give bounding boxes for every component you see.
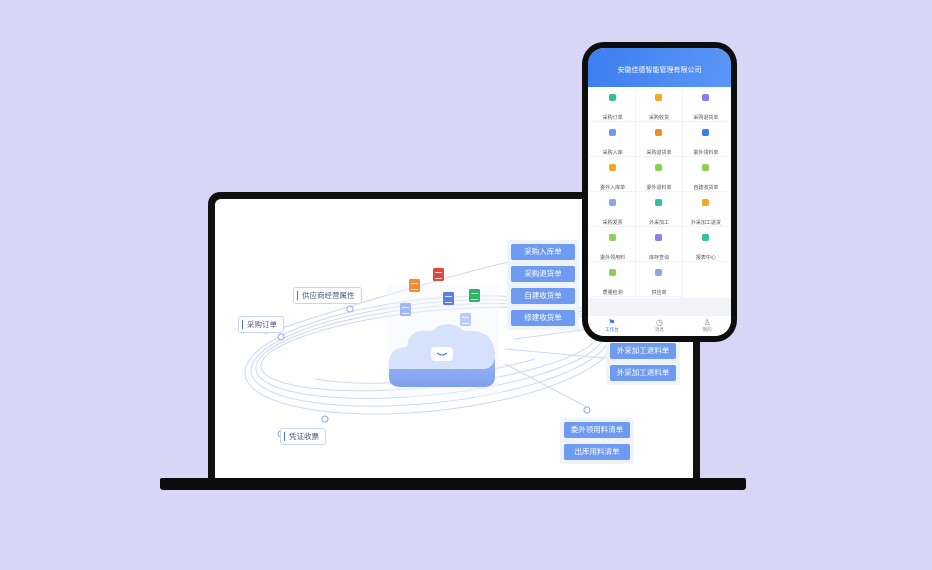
panel-purchase-docs: 采购入库单 采购退货单 自建收货单 修建收货单	[507, 240, 579, 330]
app-grid-item-label: 自建收货单	[693, 185, 719, 191]
app-grid-item[interactable]: 委外领用料	[590, 227, 637, 262]
ppt-file-icon	[433, 268, 444, 281]
btn-doc-2[interactable]: 采购退货单	[511, 266, 575, 282]
app-grid-item[interactable]: 采购收货	[636, 87, 683, 122]
label-supplier-attr[interactable]: 供应商经营属性	[293, 287, 362, 304]
app-grid-item-label: 采购退货单	[646, 150, 672, 156]
app-grid-item-label: 采购退货单	[693, 115, 719, 121]
app-grid-item-label: 委外入库单	[600, 185, 626, 191]
user-icon: ♙	[703, 318, 711, 327]
doc-icon	[655, 269, 663, 276]
phone-header: 安徽佳德智能管理有限公司	[588, 48, 731, 87]
btn-material-1[interactable]: 委外领用料清单	[564, 422, 630, 438]
app-grid-item-label: 库存查询	[648, 255, 669, 261]
doc-icon	[609, 129, 617, 136]
panel-outsourcing-docs: 外采加工退料单 外采加工退料单	[606, 339, 680, 385]
phone-tab-bar: ⚑工作台◷消息♙我的	[588, 316, 731, 336]
doc-icon	[609, 94, 617, 101]
doc-icon	[655, 234, 663, 241]
doc-file-icon	[443, 292, 454, 305]
app-grid-item-label: 采购收货	[648, 115, 669, 121]
app-grid-item[interactable]: 自建收货单	[682, 157, 729, 192]
app-grid-item[interactable]: 委外退料单	[636, 157, 683, 192]
btn-doc-1[interactable]: 采购入库单	[511, 244, 575, 260]
app-grid-item-label: 外采加工退货	[690, 220, 721, 226]
label-voucher[interactable]: 凭证收票	[280, 428, 326, 445]
doc-icon	[655, 164, 663, 171]
doc-icon	[702, 164, 710, 171]
tab-1[interactable]: ◷消息	[636, 316, 684, 336]
app-grid-item[interactable]: 采购退货单	[636, 122, 683, 157]
app-grid-item[interactable]: 质量检测	[590, 262, 637, 297]
company-title: 安徽佳德智能管理有限公司	[617, 66, 702, 74]
app-grid-item-label: 采购订单	[602, 115, 623, 121]
app-grid-item[interactable]: 采购订单	[590, 87, 637, 122]
sheet-file-icon	[469, 289, 480, 302]
doc-icon	[609, 199, 617, 206]
app-grid-item-label: 委外领料单	[693, 150, 719, 156]
app-grid-item[interactable]: 供应商	[636, 262, 683, 297]
cloud-illustration	[387, 268, 499, 397]
app-grid-item[interactable]: 委外入库单	[590, 157, 637, 192]
tab-label: 消息	[655, 328, 664, 333]
doc-icon	[655, 199, 663, 206]
app-grid: 采购订单采购收货采购退货单采购入库采购退货单委外领料单委外入库单委外退料单自建收…	[588, 87, 731, 297]
phone-frame: 安徽佳德智能管理有限公司 采购订单采购收货采购退货单采购入库采购退货单委外领料单…	[582, 42, 737, 342]
app-grid-item[interactable]: 报表中心	[682, 227, 729, 262]
image-file-icon	[400, 303, 411, 316]
laptop-base	[160, 478, 746, 490]
doc-icon	[702, 129, 710, 136]
tab-2[interactable]: ♙我的	[683, 316, 731, 336]
app-grid-item[interactable]: 采购退货单	[682, 87, 729, 122]
app-grid-item-label: 外采加工	[648, 220, 669, 226]
phone-gray-band	[588, 298, 731, 318]
app-grid-item-label: 质量检测	[602, 290, 623, 296]
doc-icon	[702, 199, 710, 206]
app-grid-item-label: 委外退料单	[646, 185, 672, 191]
workbench-icon: ⚑	[608, 318, 616, 327]
app-grid-item[interactable]: 委外领料单	[682, 122, 729, 157]
tab-label: 工作台	[605, 328, 619, 333]
clock-icon: ◷	[656, 318, 663, 327]
panel-material-docs: 委外领用料清单 出库用料清单	[560, 418, 634, 464]
app-grid-item[interactable]: 采购入库	[590, 122, 637, 157]
btn-doc-3[interactable]: 自建收货单	[511, 288, 575, 304]
app-grid-item[interactable]: 库存查询	[636, 227, 683, 262]
tab-0[interactable]: ⚑工作台	[588, 316, 636, 336]
label-purchase-order[interactable]: 采购订单	[238, 316, 284, 333]
app-grid-item-label: 采购入库	[602, 150, 623, 156]
btn-outsource-1[interactable]: 外采加工退料单	[610, 343, 676, 359]
doc-icon	[609, 164, 617, 171]
blank-file-icon	[460, 313, 471, 326]
doc-icon	[609, 269, 617, 276]
app-grid-item-label: 采购发票	[602, 220, 623, 226]
btn-material-2[interactable]: 出库用料清单	[564, 444, 630, 460]
app-grid-item[interactable]: 外采加工退货	[682, 192, 729, 227]
btn-doc-4[interactable]: 修建收货单	[511, 310, 575, 326]
doc-icon	[702, 94, 710, 101]
app-grid-item[interactable]: 采购发票	[590, 192, 637, 227]
doc-icon	[655, 94, 663, 101]
doc-icon	[702, 234, 710, 241]
phone-screen: 安徽佳德智能管理有限公司 采购订单采购收货采购退货单采购入库采购退货单委外领料单…	[588, 48, 731, 336]
tab-label: 我的	[702, 328, 712, 333]
app-grid-item-label: 供应商	[651, 290, 667, 296]
app-grid-item-label: 报表中心	[695, 255, 716, 261]
btn-outsource-2[interactable]: 外采加工退料单	[610, 365, 676, 381]
app-grid-item[interactable]: 外采加工	[636, 192, 683, 227]
app-grid-item-label: 委外领用料	[600, 255, 626, 261]
chart-file-icon	[409, 279, 420, 292]
doc-icon	[655, 129, 663, 136]
doc-icon	[609, 234, 617, 241]
